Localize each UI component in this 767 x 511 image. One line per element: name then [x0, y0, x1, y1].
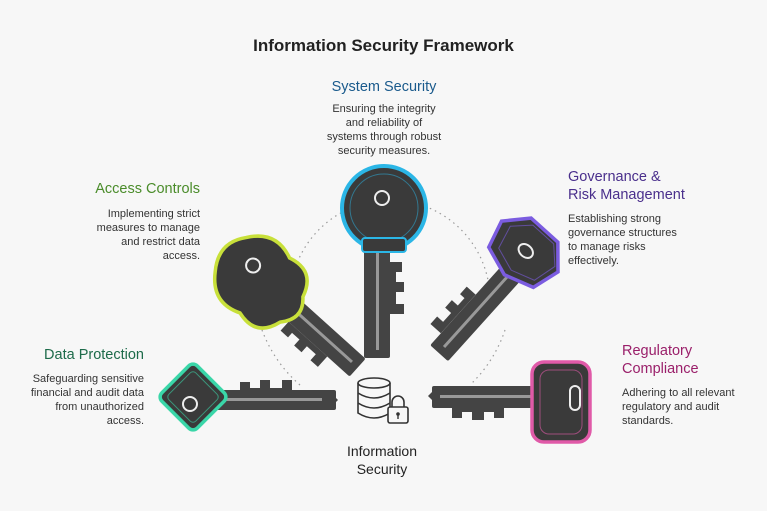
- data-protection-description: Safeguarding sensitive financial and aud…: [30, 373, 144, 427]
- system-security-heading: System Security: [331, 79, 437, 95]
- database-lock-icon: [357, 377, 409, 424]
- system-security-description: Ensuring the integrity and reliability o…: [326, 103, 442, 157]
- center-label: Information Security: [346, 443, 418, 477]
- dotted-arc-left: [261, 329, 301, 386]
- access-controls-description: Implementing strict measures to manage a…: [96, 208, 200, 262]
- regulatory-heading: Regulatory Compliance: [622, 343, 699, 377]
- page-title: Information Security Framework: [253, 36, 514, 55]
- data-protection-heading: Data Protection: [44, 347, 144, 363]
- data-protection-key-icon: [158, 362, 338, 432]
- regulatory-key-icon: [428, 360, 592, 444]
- dotted-arc-right: [469, 329, 506, 386]
- governance-description: Establishing strong governance structure…: [568, 213, 677, 267]
- regulatory-description: Adhering to all relevant regulatory and …: [622, 387, 735, 427]
- access-controls-key-icon: [212, 234, 365, 376]
- governance-heading: Governance & Risk Management: [568, 169, 685, 203]
- access-controls-heading: Access Controls: [95, 181, 200, 197]
- system-security-key-icon: [340, 164, 428, 358]
- governance-key-icon: [430, 216, 560, 361]
